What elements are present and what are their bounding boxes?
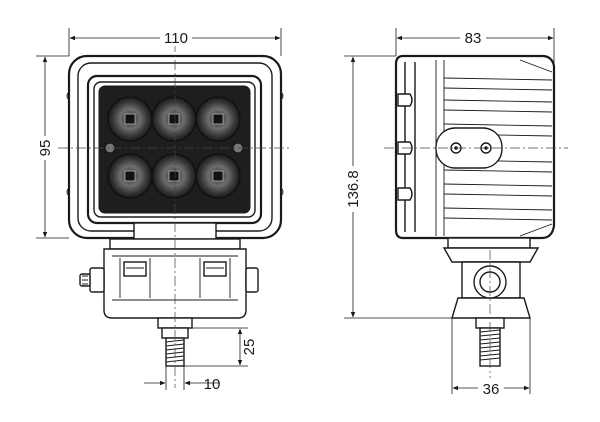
dim-bolt-length: 25 — [184, 327, 258, 367]
bracket-nut-right — [203, 261, 227, 277]
led-6 — [195, 153, 241, 199]
dim-side-depth: 83 — [395, 28, 555, 66]
dim-overall-height: 136.8 — [344, 55, 452, 319]
led-5 — [151, 153, 197, 199]
dim-front-height: 95 — [36, 55, 69, 239]
led-1 — [107, 96, 153, 142]
housing-nubs — [66, 91, 284, 197]
side-housing — [394, 54, 556, 240]
dim-side-depth-label: 83 — [465, 30, 482, 47]
front-mount-bracket — [79, 222, 259, 367]
dim-front-width: 110 — [68, 28, 282, 56]
front-bezel-inner — [93, 81, 256, 218]
side-tabs — [397, 93, 413, 201]
dim-bolt-length-label: 25 — [241, 339, 258, 356]
bracket-nut-left — [123, 261, 147, 277]
dim-front-height-label: 95 — [37, 140, 54, 157]
side-knob-right — [245, 267, 259, 293]
dim-bolt-diameter: 10 — [144, 366, 220, 393]
side-bracket-base — [451, 297, 531, 319]
side-knob-left — [89, 267, 105, 293]
side-view — [384, 54, 568, 378]
front-view — [58, 42, 292, 388]
side-knob-left-thread — [82, 275, 88, 285]
led-array — [104, 96, 244, 199]
bracket-ribs-vertical — [119, 258, 231, 298]
dim-bracket-width: 36 — [451, 318, 531, 398]
side-bracket-top — [442, 247, 540, 263]
led-4 — [107, 153, 153, 199]
led-2 — [151, 96, 197, 142]
dim-bolt-diameter-label: 10 — [204, 376, 221, 393]
side-neck — [447, 237, 531, 249]
dim-bracket-width-label: 36 — [483, 381, 500, 398]
dim-front-width-label: 110 — [164, 30, 188, 47]
dim-overall-height-label: 136.8 — [345, 170, 362, 208]
side-mount-bracket — [442, 237, 540, 367]
led-3 — [195, 96, 241, 142]
